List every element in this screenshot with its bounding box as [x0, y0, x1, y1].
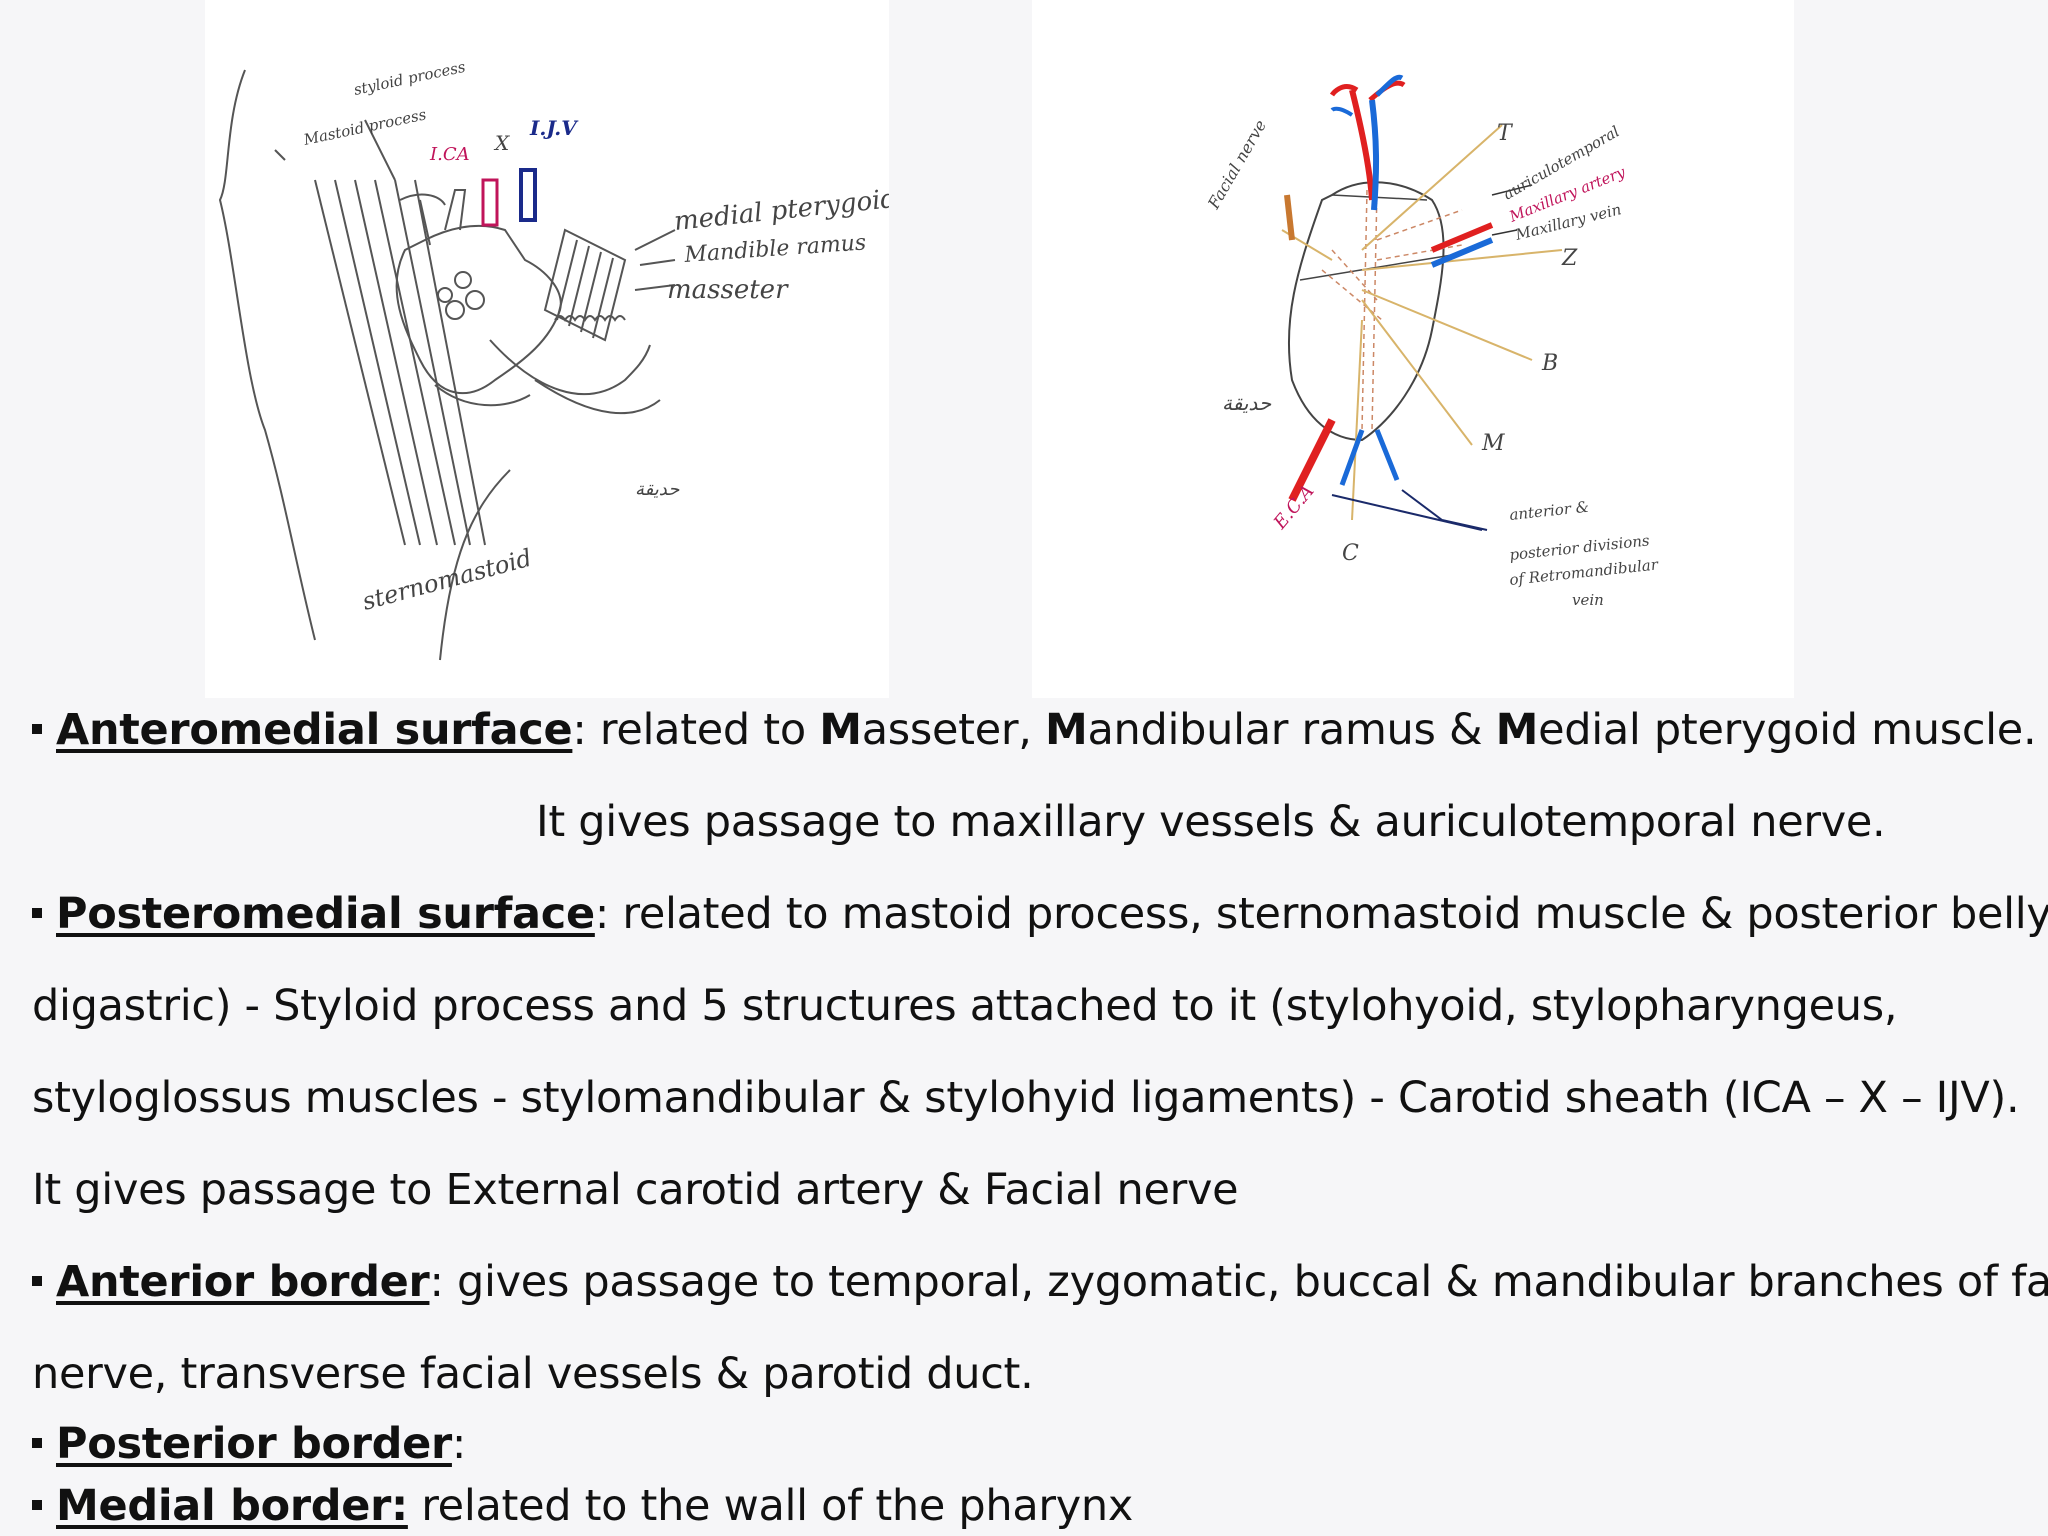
right-anatomy-sketch: Facial nerve T auriculotemporal Maxillar…: [1032, 0, 1794, 698]
label-mastoid: Mastoid process: [301, 105, 428, 149]
line-anterior-border: Anterior border: gives passage to tempor…: [32, 1257, 2048, 1307]
left-anatomy-sketch: Mastoid process styloid process I.CA X I…: [205, 0, 889, 698]
heading-posteromedial-surface: Posteromedial surface: [56, 889, 595, 939]
line-posteromedial-passage: It gives passage to External carotid art…: [32, 1165, 1239, 1215]
line-posteromedial-2: digastric) - Styloid process and 5 struc…: [32, 981, 1898, 1031]
label-ijv: I.J.V: [529, 116, 579, 140]
bullet: [32, 723, 42, 734]
line-medial-border: Medial border: related to the wall of th…: [32, 1481, 1133, 1531]
label-m: M: [1481, 431, 1505, 456]
label-mandible-ramus: Mandible ramus: [683, 230, 867, 268]
bullet: [32, 1275, 42, 1286]
label-arabic-left: حديقة: [635, 479, 680, 500]
line-posterior-border: Posterior border:: [32, 1419, 466, 1469]
label-ica: I.CA: [429, 144, 470, 165]
bullet: [32, 1499, 42, 1510]
label-annot-4: vein: [1572, 591, 1604, 609]
label-t: T: [1497, 121, 1514, 146]
label-c: C: [1342, 541, 1359, 566]
line-anteromedial-passage: It gives passage to maxillary vessels & …: [536, 797, 1886, 847]
label-medial-pterygoid: medial pterygoid: [673, 184, 889, 237]
line-anteromedial: Anteromedial surface: related to Massete…: [32, 705, 2037, 755]
heading-anteromedial-surface: Anteromedial surface: [56, 705, 573, 755]
bullet: [32, 1437, 42, 1448]
label-annot-1: anterior &: [1509, 498, 1590, 524]
label-masseter: masseter: [667, 275, 789, 305]
line-posteromedial: Posteromedial surface: related to mastoi…: [32, 889, 2048, 939]
heading-anterior-border: Anterior border: [56, 1257, 430, 1307]
label-x: X: [493, 131, 510, 155]
left-sketch-svg: Mastoid process styloid process I.CA X I…: [218, 58, 889, 661]
label-b: B: [1541, 351, 1558, 376]
bullet: [32, 907, 42, 918]
line-anterior-border-2: nerve, transverse facial vessels & parot…: [32, 1349, 1034, 1399]
heading-medial-border: Medial border:: [56, 1481, 408, 1531]
label-facial-nerve: Facial nerve: [1204, 116, 1271, 212]
label-arabic-right: حديقة: [1222, 391, 1272, 415]
label-z: Z: [1561, 246, 1578, 271]
label-styloid: styloid process: [352, 58, 467, 99]
heading-posterior-border: Posterior border: [56, 1419, 452, 1469]
right-sketch-svg: Facial nerve T auriculotemporal Maxillar…: [1204, 74, 1660, 609]
line-posteromedial-3: styloglossus muscles - stylomandibular &…: [32, 1073, 2020, 1123]
